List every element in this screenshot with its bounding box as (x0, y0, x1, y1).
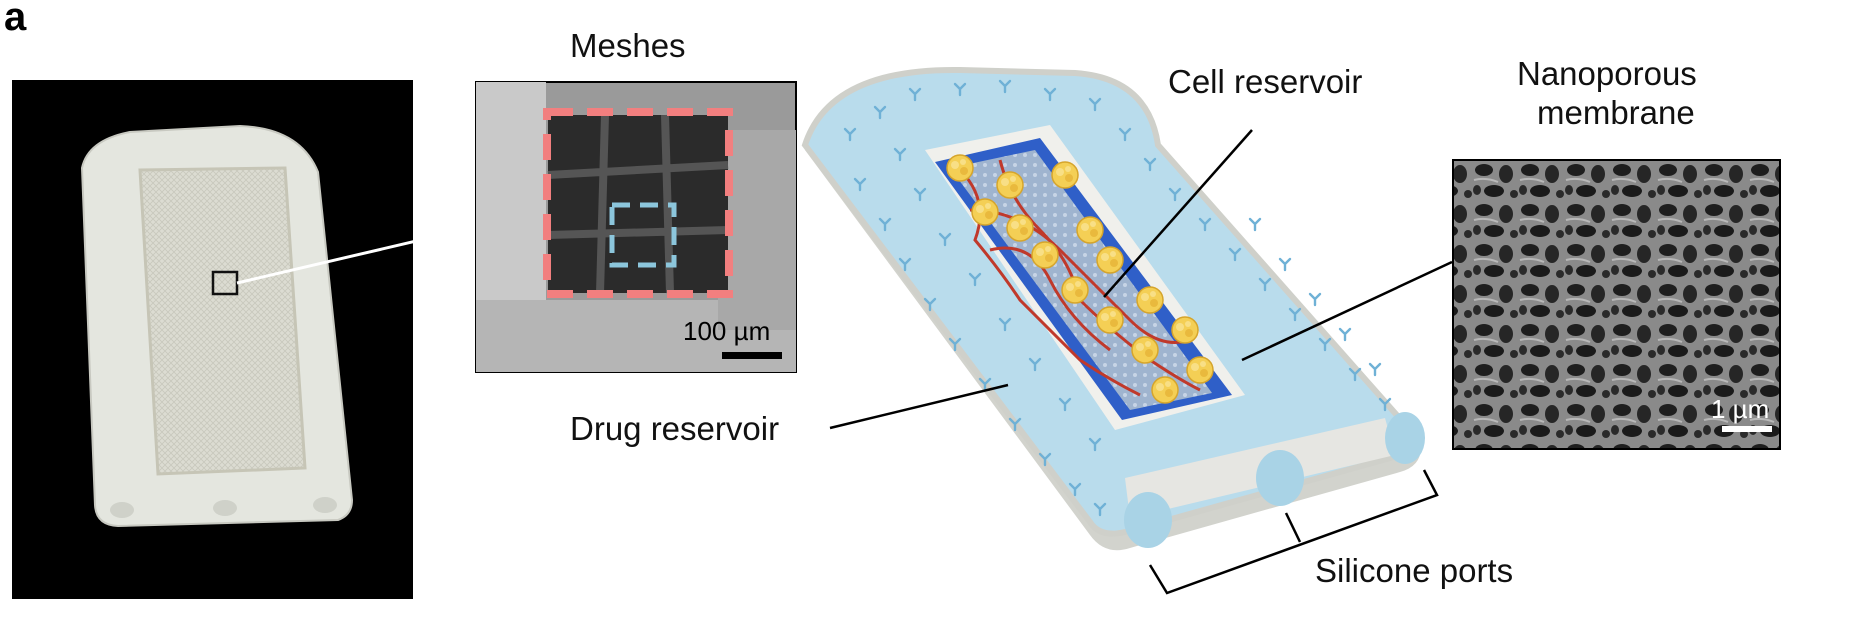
silicone-ports-bracket (1148, 469, 1439, 595)
nanoporous-label-line2: membrane (1537, 94, 1695, 131)
device-schematic (801, 66, 1425, 551)
drug-reservoir-label: Drug reservoir (570, 410, 779, 447)
mesh-sem-panel: Meshes 100 µm (475, 27, 797, 373)
mesh-scale-bar-label: 100 µm (683, 316, 770, 346)
meshes-label: Meshes (570, 27, 686, 64)
nanoporous-label-line1: Nanoporous (1517, 55, 1697, 92)
device-photo (12, 80, 477, 599)
panel-letter: a (4, 0, 27, 39)
cell-reservoir-label: Cell reservoir (1168, 63, 1362, 100)
silicone-ports-label: Silicone ports (1315, 552, 1513, 589)
drug-reservoir-callout (829, 383, 1009, 430)
cell-reservoir-callout (1103, 129, 1253, 298)
membrane-scale-bar-label: 1 µm (1711, 394, 1769, 424)
membrane-sem-panel: Nanoporous membrane 1 µm (1452, 55, 1781, 450)
membrane-callout (1241, 260, 1453, 362)
